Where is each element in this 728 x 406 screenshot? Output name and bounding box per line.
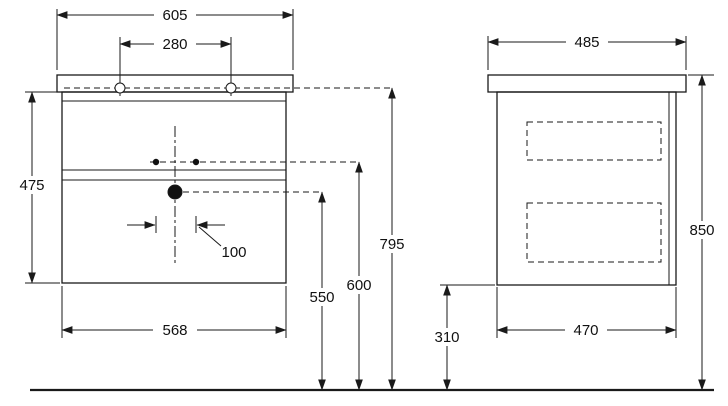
side-view: 485 850 470 310: [428, 33, 721, 391]
label-background: [303, 288, 341, 306]
dimension-supply-spacing: 100: [127, 216, 247, 261]
label-background: [565, 321, 607, 339]
faucet-hole-right-icon: [225, 82, 237, 94]
dimension-cabinet-width: 568: [61, 286, 287, 339]
dim-label-floor-clearance: 310: [434, 329, 459, 346]
label-background: [340, 276, 378, 294]
dimension-faucet-spacing: 280: [119, 35, 232, 80]
label-background: [683, 221, 721, 239]
dim-label-cabinet-width: 568: [162, 322, 187, 339]
dim-label-cabinet-height: 475: [19, 177, 44, 194]
dim-label-supply-spacing: 100: [221, 244, 246, 261]
label-background: [153, 321, 197, 339]
front-cabinet-outline: [56, 74, 294, 284]
dim-label-drain-height: 550: [309, 289, 334, 306]
dim-label-supply-height: 600: [346, 277, 371, 294]
hidden-drawer-lower: [526, 202, 662, 263]
dim-label-deck-height: 795: [379, 236, 404, 253]
dimension-supply-height: 600: [340, 161, 378, 391]
drain-hole: [167, 184, 183, 200]
dimension-deck-width: 605: [56, 6, 294, 70]
label-background: [13, 176, 51, 194]
dim-label-total-height: 850: [689, 222, 714, 239]
dimension-drain-height: 550: [303, 191, 341, 391]
side-cabinet-outline: [487, 74, 687, 286]
side-cabinet-body: [496, 91, 677, 286]
dimension-deck-depth: 485: [487, 33, 687, 70]
dimension-cabinet-depth: 470: [496, 287, 677, 339]
supply-point-right: [192, 158, 200, 166]
dim-label-deck-depth: 485: [574, 34, 599, 51]
dimension-total-height: 850: [683, 74, 721, 391]
label-background: [154, 35, 196, 53]
front-view: 605 280 475 100: [13, 6, 411, 391]
faucet-hole-symbols: [114, 80, 237, 96]
label-background: [154, 6, 196, 24]
leader-line: [198, 226, 222, 247]
dimension-deck-height: 795: [373, 87, 411, 391]
label-background: [373, 235, 411, 253]
faucet-hole-left-icon: [114, 82, 126, 94]
dim-label-deck-width: 605: [162, 7, 187, 24]
supply-point-left: [152, 158, 160, 166]
hidden-drawer-upper: [526, 121, 662, 161]
front-cabinet-body: [61, 91, 287, 284]
front-reference-lines: [64, 87, 392, 264]
dim-label-faucet-spacing: 280: [162, 36, 187, 53]
side-countertop: [487, 74, 687, 93]
plumbing-points: [152, 158, 200, 200]
label-background: [428, 328, 466, 346]
dimension-floor-clearance: 310: [428, 284, 495, 391]
dim-label-cabinet-depth: 470: [573, 322, 598, 339]
dimension-cabinet-height: 475: [13, 91, 60, 284]
front-countertop: [56, 74, 294, 93]
label-background: [566, 33, 608, 51]
